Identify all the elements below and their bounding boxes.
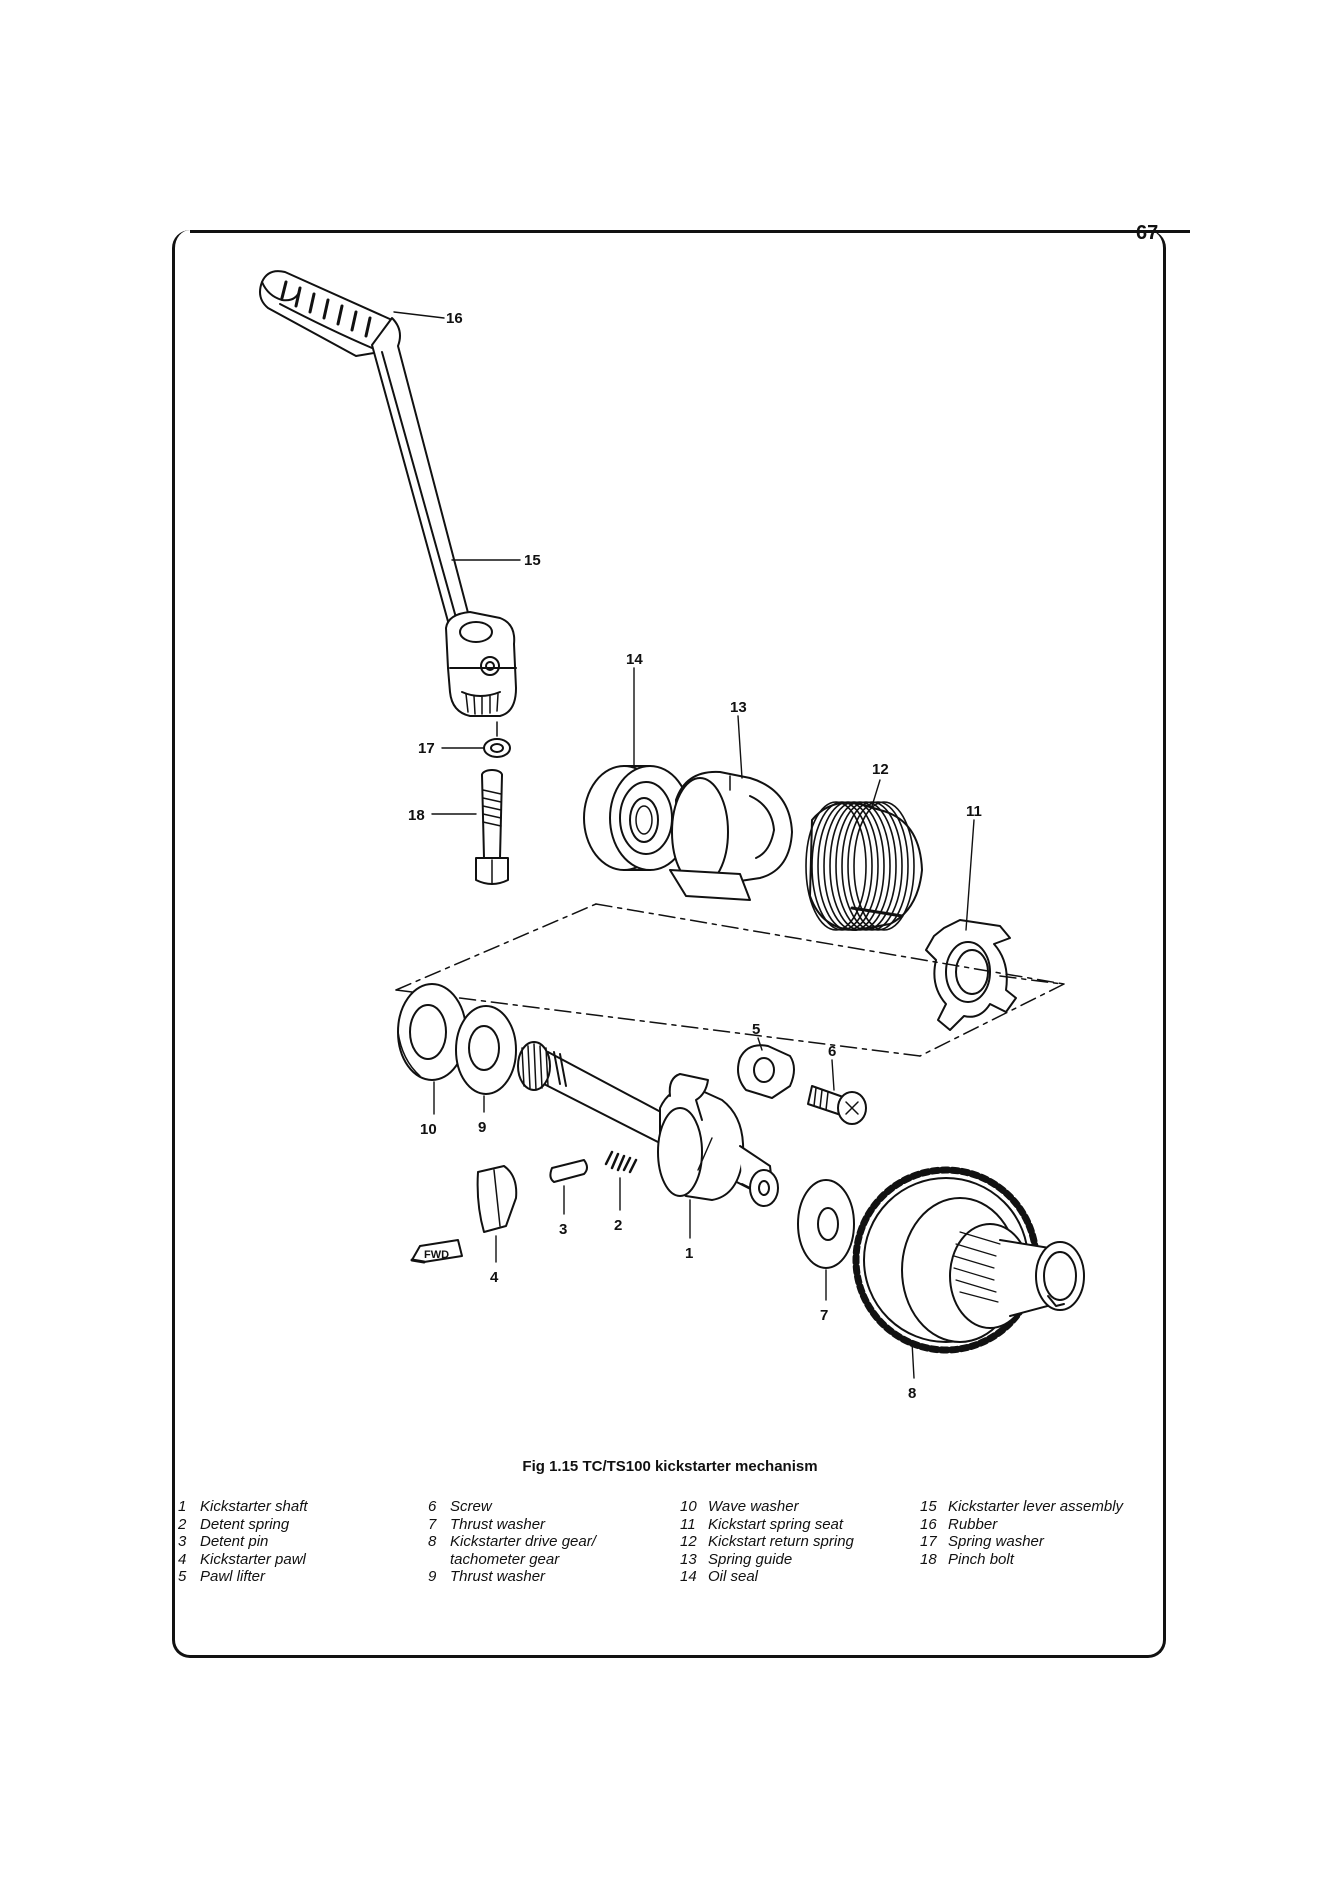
part-3-detent-pin	[549, 1159, 588, 1183]
callout-5: 5	[752, 1021, 760, 1038]
part-9-thrust-washer	[455, 1005, 517, 1095]
part-8-drive-gear	[852, 1166, 1085, 1354]
callout-4: 4	[490, 1269, 499, 1286]
part-18-pinch-bolt	[475, 769, 509, 885]
part-11-spring-seat	[925, 919, 1017, 1031]
callout-8: 8	[908, 1385, 916, 1402]
callout-18: 18	[408, 807, 425, 824]
callout-1: 1	[685, 1245, 693, 1262]
page-frame	[172, 230, 1166, 1658]
page-number: 67	[1136, 222, 1159, 244]
callout-6: 6	[828, 1043, 836, 1060]
page-top-rule	[190, 230, 1190, 233]
part-15-kickstarter-lever	[371, 317, 517, 717]
part-7-thrust-washer	[797, 1179, 855, 1269]
part-12-return-spring	[805, 801, 923, 931]
callout-3: 3	[559, 1221, 567, 1238]
part-4-kickstarter-pawl	[476, 1165, 518, 1233]
forward-badge-label: FWD	[424, 1249, 449, 1261]
callout-15: 15	[524, 552, 541, 569]
part-14-oil-seal	[583, 765, 691, 871]
part-2-detent-spring	[604, 1150, 638, 1174]
callout-2: 2	[614, 1217, 622, 1234]
part-6-screw	[807, 1085, 867, 1125]
part-1-kickstarter-shaft	[517, 1041, 779, 1207]
callout-9: 9	[478, 1119, 486, 1136]
callout-7: 7	[820, 1307, 828, 1324]
callout-12: 12	[872, 761, 889, 778]
figure-caption: Fig 1.15 TC/TS100 kickstarter mechanism	[522, 1458, 818, 1475]
callout-10: 10	[420, 1121, 437, 1138]
legend-item: tachometer gear	[450, 1550, 560, 1568]
callout-16: 16	[446, 310, 463, 327]
callout-11: 11	[966, 803, 982, 820]
callout-13: 13	[730, 699, 747, 716]
forward-direction-arrow-icon	[410, 1239, 463, 1264]
part-10-wave-washer	[397, 983, 467, 1081]
part-13-spring-guide	[669, 770, 793, 901]
assembly-dashed-outline	[395, 903, 1065, 1057]
callout-14: 14	[626, 651, 643, 668]
part-17-spring-washer	[483, 721, 511, 758]
part-5-pawl-lifter	[737, 1044, 795, 1099]
callout-leader-lines	[393, 311, 975, 1379]
callout-17: 17	[418, 740, 435, 757]
